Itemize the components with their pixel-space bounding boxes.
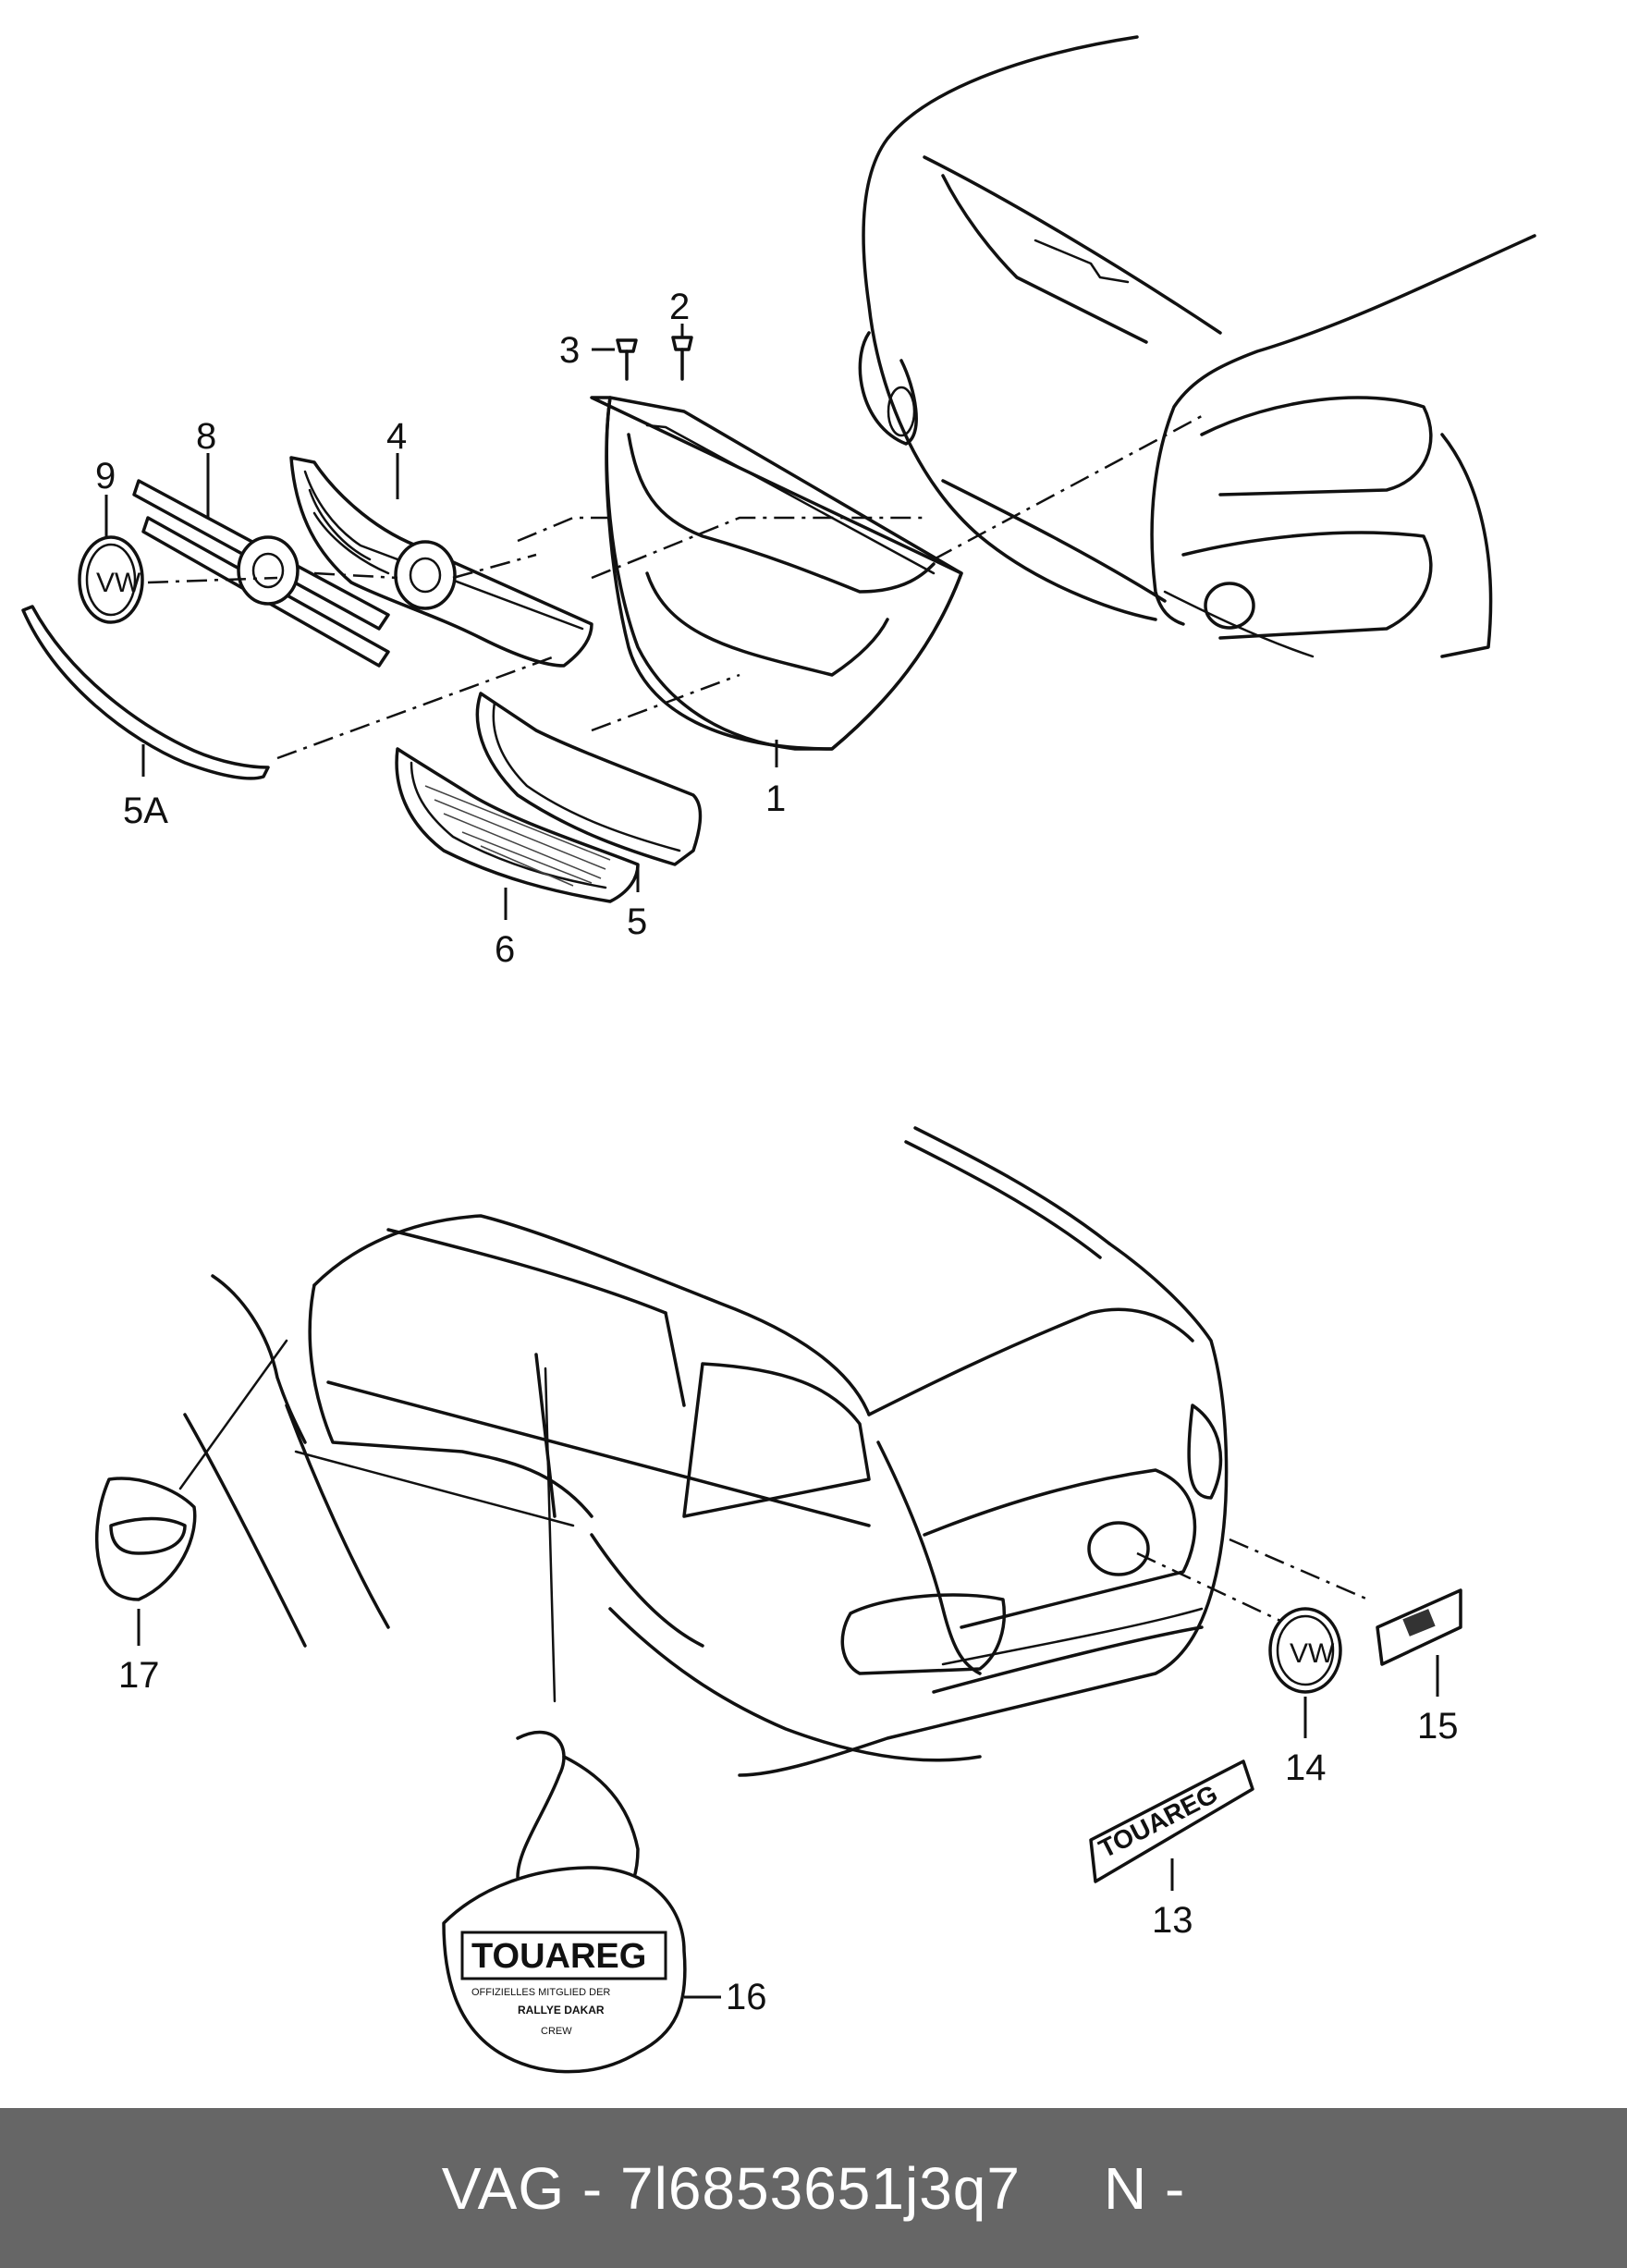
part-number-suffix: N -	[1103, 2154, 1186, 2222]
callout-1: 1	[765, 778, 786, 819]
callout-17: 17	[118, 1655, 160, 1696]
car-rear-illustration	[183, 1126, 1229, 1777]
part-number-text: VAG - 7l6853651j3q7	[441, 2154, 1021, 2222]
callout-9: 9	[95, 456, 116, 497]
sticker-line-3: CREW	[541, 2026, 572, 2037]
callout-leaders-lower	[137, 1609, 1439, 1999]
callout-6: 6	[495, 929, 515, 970]
callout-leaders-upper	[104, 324, 778, 920]
rear-vw-emblem-part-14: VW	[1268, 1607, 1342, 1694]
callout-3: 3	[559, 330, 580, 371]
sticker-title: TOUAREG	[471, 1937, 646, 1976]
car-front-illustration	[858, 35, 1536, 658]
fuel-flap-part-17	[94, 1477, 197, 1601]
callout-13: 13	[1152, 1900, 1193, 1941]
callout-8: 8	[196, 416, 216, 457]
small-badge-part-15	[1376, 1588, 1462, 1666]
grille-frame-part-1	[590, 396, 963, 751]
screw-part-2	[671, 336, 693, 381]
callout-2: 2	[669, 287, 690, 327]
rally-sticker-part-16: TOUAREG OFFIZIELLES MITGLIED DER RALLYE …	[442, 1730, 687, 2074]
lower-frame-part-5	[475, 692, 703, 866]
callout-4: 4	[386, 416, 407, 457]
assembly-lines-lower	[178, 1339, 1369, 1703]
upper-grille-part-4	[289, 456, 593, 668]
callout-5: 5	[627, 901, 647, 942]
callout-5a: 5A	[123, 791, 168, 831]
callout-15: 15	[1417, 1706, 1459, 1747]
sticker-line-2: RALLYE DAKAR	[518, 2004, 605, 2017]
parts-diagram: VW 2 3 4 8	[21, 35, 1536, 2074]
vw-emblem-part-9: VW	[78, 535, 144, 624]
trim-strips-part-8	[132, 479, 457, 668]
callout-16: 16	[726, 1977, 767, 2017]
sticker-line-1: OFFIZIELLES MITGLIED DER	[471, 1987, 610, 1998]
rear-emblem-lettering: VW	[1290, 1638, 1335, 1669]
assembly-lines-upper	[147, 414, 1203, 760]
emblem-lettering: VW	[96, 568, 141, 598]
script-lettering: TOUAREG	[1095, 1779, 1222, 1863]
trim-strip-part-5a	[21, 605, 270, 780]
mesh-insert-part-6	[395, 747, 640, 903]
part-number-footer: VAG - 7l6853651j3q7 N -	[0, 2108, 1627, 2268]
callout-14: 14	[1285, 1747, 1327, 1788]
screw-part-3	[616, 338, 638, 381]
